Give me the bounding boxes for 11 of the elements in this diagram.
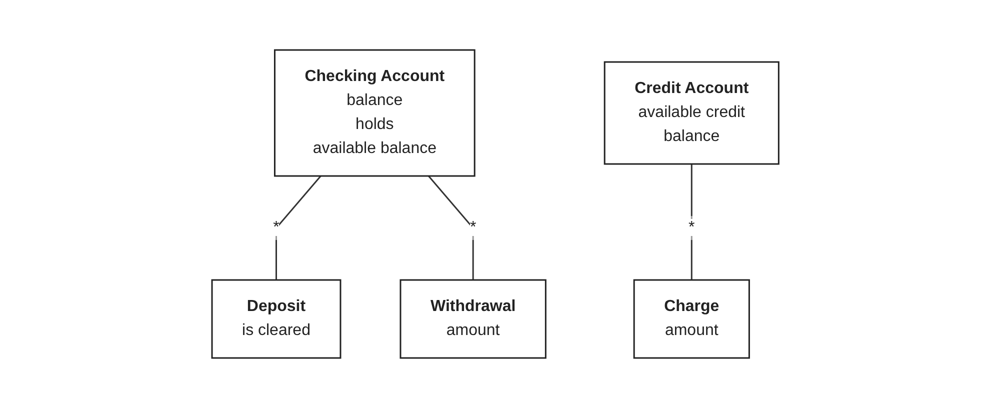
- connector: [690, 164, 692, 280]
- node-box: Deposit is cleared: [210, 279, 341, 359]
- connector: [428, 176, 474, 280]
- node-box: Withdrawal amount: [399, 279, 546, 359]
- edge-label: *: [688, 218, 694, 236]
- node-box: Credit Account available credit balance: [604, 61, 780, 165]
- edge-label: *: [470, 218, 476, 236]
- connector: [275, 176, 321, 280]
- node-box: Charge amount: [633, 279, 750, 359]
- edge-label: *: [272, 218, 280, 236]
- node-box: Checking Account balance holds available balance: [274, 49, 475, 177]
